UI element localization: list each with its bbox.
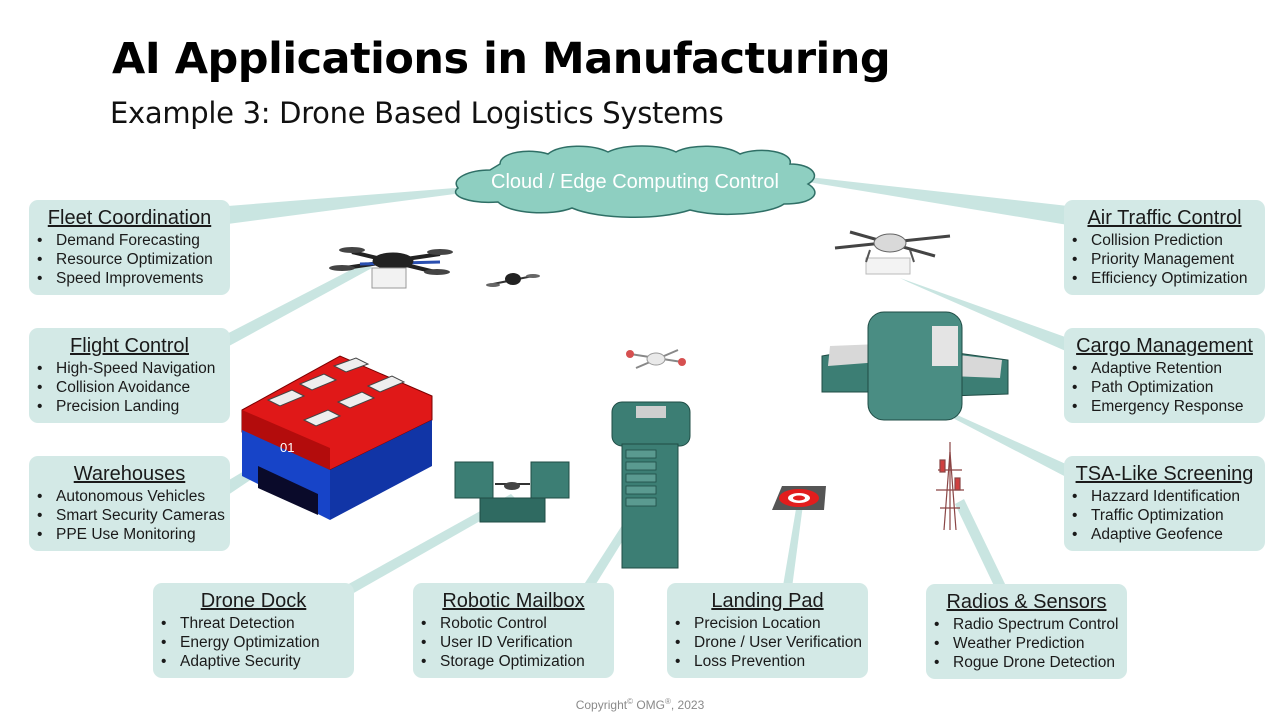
flight-control-list: •High-Speed Navigation •Collision Avoida… [29,359,230,416]
list-item: •Collision Avoidance [37,379,191,396]
list-item: •PPE Use Monitoring [37,526,196,543]
air-traffic-control-list: •Collision Prediction •Priority Manageme… [1064,231,1265,288]
list-item: •Adaptive Security [161,653,301,670]
landing-pad-box: Landing Pad •Precision Location •Drone /… [667,583,868,678]
connector-radios [955,499,1006,590]
list-item: •Efficiency Optimization [1072,270,1248,287]
robotic-mailbox-icon [611,401,691,569]
radios-sensors-list: •Radio Spectrum Control •Weather Predict… [926,615,1127,672]
connector-landing [783,497,804,588]
list-item: •Adaptive Geofence [1072,526,1223,543]
flight-control-heading: Flight Control [70,335,189,357]
list-item: •Threat Detection [161,615,295,632]
landing-pad-list: •Precision Location •Drone / User Verifi… [667,614,868,671]
list-item: •Precision Landing [37,398,180,415]
warehouse-number: 01 [280,440,294,455]
fleet-coordination-list: •Demand Forecasting •Resource Optimizati… [29,231,230,288]
list-item: •Adaptive Retention [1072,360,1222,377]
list-item: •Energy Optimization [161,634,320,651]
drone-dock-icon [454,461,570,523]
list-item: •User ID Verification [421,634,573,651]
list-item: •Traffic Optimization [1072,507,1224,524]
robotic-mailbox-box: Robotic Mailbox •Robotic Control •User I… [413,583,614,678]
list-item: •Radio Spectrum Control [934,616,1119,633]
list-item: •Speed Improvements [37,270,204,287]
list-item: •Hazzard Identification [1072,488,1241,505]
drone-dock-list: •Threat Detection •Energy Optimization •… [153,614,354,671]
list-item: •Weather Prediction [934,635,1085,652]
radio-tower-icon [936,442,964,531]
warehouses-list: •Autonomous Vehicles •Smart Security Cam… [29,487,230,544]
warehouses-box: Warehouses •Autonomous Vehicles •Smart S… [29,456,230,551]
fleet-coordination-heading: Fleet Coordination [47,207,212,229]
connector-dock [345,494,517,594]
connector-cloud-air [800,176,1068,225]
connector-flight-drone [215,262,372,352]
list-item: •Path Optimization [1072,379,1214,396]
cargo-management-box: Cargo Management •Adaptive Retention •Pa… [1064,328,1265,423]
tsa-screening-heading: TSA-Like Screening [1075,463,1254,485]
air-traffic-control-heading: Air Traffic Control [1087,207,1242,229]
radios-sensors-box: Radios & Sensors •Radio Spectrum Control… [926,584,1127,679]
list-item: •High-Speed Navigation [37,360,216,377]
landing-pad-heading: Landing Pad [711,590,824,612]
list-item: •Priority Management [1072,251,1235,268]
hovering-drone-icon [626,349,686,369]
page-subtitle: Example 3: Drone Based Logistics Systems [110,96,724,130]
list-item: •Rogue Drone Detection [934,654,1115,671]
fleet-coordination-box: Fleet Coordination •Demand Forecasting •… [29,200,230,295]
list-item: •Collision Prediction [1072,232,1223,249]
drone-dock-heading: Drone Dock [200,590,307,612]
connector-cloud-fleet [215,186,485,225]
list-item: •Emergency Response [1072,398,1244,415]
connector-cargo [900,278,1068,352]
list-item: •Smart Security Cameras [37,507,225,524]
list-item: •Robotic Control [421,615,547,632]
robotic-mailbox-list: •Robotic Control •User ID Verification •… [413,614,614,671]
flight-control-box: Flight Control •High-Speed Navigation •C… [29,328,230,423]
tsa-screening-box: TSA-Like Screening •Hazzard Identificati… [1064,456,1265,551]
list-item: •Drone / User Verification [675,634,862,651]
cargo-management-heading: Cargo Management [1076,335,1253,357]
drone-dock-box: Drone Dock •Threat Detection •Energy Opt… [153,583,354,678]
robotic-mailbox-heading: Robotic Mailbox [442,590,585,612]
list-item: •Precision Location [675,615,821,632]
warehouse-icon: 01 [241,355,433,520]
warehouses-heading: Warehouses [73,463,186,485]
list-item: •Storage Optimization [421,653,585,670]
list-item: •Demand Forecasting [37,232,200,249]
air-traffic-control-box: Air Traffic Control •Collision Predictio… [1064,200,1265,295]
list-item: •Loss Prevention [675,653,806,670]
small-drone-icon [486,273,540,287]
quadcopter-drone-icon [329,247,453,289]
copyright-notice: Copyright© OMG®, 2023 [575,697,705,712]
cloud-label: Cloud / Edge Computing Control [491,171,779,193]
page-title: AI Applications in Manufacturing [112,34,891,84]
radios-sensors-heading: Radios & Sensors [946,591,1107,613]
list-item: •Autonomous Vehicles [37,488,206,505]
cargo-hub-icon [821,311,1009,421]
air-traffic-drone-icon [834,230,951,275]
cloud-icon [455,145,816,218]
list-item: •Resource Optimization [37,251,213,268]
cargo-management-list: •Adaptive Retention •Path Optimization •… [1064,359,1265,416]
tsa-screening-list: •Hazzard Identification •Traffic Optimiz… [1064,487,1265,544]
landing-pad-icon [772,486,826,510]
